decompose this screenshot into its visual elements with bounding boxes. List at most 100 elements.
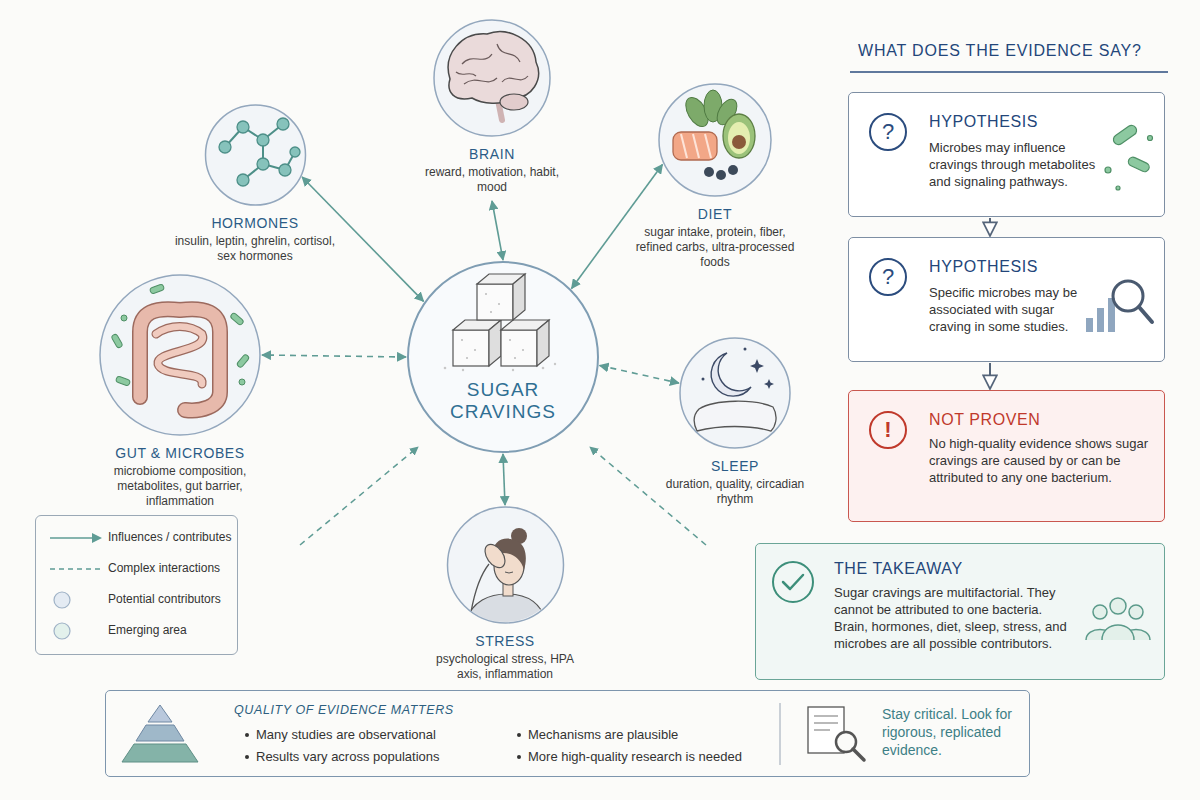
circle-outline — [447, 507, 563, 623]
document-icon — [814, 716, 838, 730]
gut-illustration — [236, 354, 250, 369]
gut-illustration — [156, 327, 203, 385]
node-body: duration, quality, circadian rhythm — [665, 477, 805, 507]
text-group: HORMONESinsulin, leptin, ghrelin, cortis… — [173, 103, 338, 264]
circle-outline — [659, 84, 771, 196]
circle-outline — [680, 338, 790, 448]
node-body: insulin, leptin, ghrelin, cortisol, sex … — [173, 234, 338, 264]
sleep-illustration — [764, 379, 774, 389]
node-circle-fill — [659, 84, 771, 196]
sugar-cubes — [477, 274, 525, 320]
dashed-connector — [262, 355, 406, 357]
magnifier-chart-icon — [1097, 308, 1104, 332]
evidence-panel-art — [850, 71, 1168, 73]
diet-food — [673, 132, 717, 160]
legend-line-sample — [50, 537, 94, 539]
stress-figure — [471, 564, 489, 612]
diet-food — [732, 135, 746, 149]
bacteria-icon — [1127, 156, 1151, 173]
magnifier-chart-icon — [1086, 318, 1093, 332]
circle-outline — [434, 20, 550, 136]
gut-illustration — [111, 284, 250, 411]
brain-illustration — [464, 78, 497, 84]
bacteria-icon — [1116, 186, 1120, 190]
document-icon — [853, 749, 864, 760]
influence-arrow — [492, 201, 503, 260]
circle-outline — [406, 260, 600, 454]
box-body: Microbes may influence cravings through … — [929, 139, 1099, 190]
node-circle-fill — [447, 507, 563, 623]
brain-illustration — [500, 94, 528, 110]
evidence-quality-box: QUALITY OF EVIDENCE MATTERSMany studies … — [105, 690, 1030, 777]
stress-figure — [465, 528, 547, 624]
brain-illustration — [456, 72, 476, 76]
icon-symbol: ? — [869, 113, 907, 151]
legend-row: Complex interactions — [36, 560, 236, 578]
sleep-illustration — [694, 348, 776, 432]
section-heading: WHAT DOES THE EVIDENCE SAY? — [858, 42, 1142, 60]
diet-food — [716, 170, 726, 180]
node-circle-fill — [100, 275, 260, 435]
hormones-node: HORMONESinsulin, leptin, ghrelin, cortis… — [173, 103, 338, 264]
node-body: microbiome composition, metabolites, gut… — [85, 464, 275, 509]
people-icon — [1093, 605, 1107, 619]
diet-food — [704, 167, 714, 177]
evidence-pyramid — [136, 725, 184, 741]
sugar-cubes — [444, 274, 557, 371]
circle-outline — [408, 262, 598, 452]
bacteria-icon — [1105, 123, 1153, 190]
gut-illustration — [230, 312, 245, 326]
sleep-node: SLEEPduration, quality, circadian rhythm — [665, 336, 805, 507]
node-heading: GUT & MICROBES — [85, 445, 275, 461]
circle-outline — [85, 273, 275, 437]
legend-line-sample — [50, 568, 100, 570]
node-circle-fill — [434, 20, 550, 136]
diet-food — [681, 134, 711, 158]
decorative-dashed-arrow — [300, 447, 706, 545]
decorative-dashed-arrow — [300, 447, 418, 545]
hormone-molecule — [219, 118, 300, 186]
circle-outline — [665, 336, 805, 450]
circle-outline — [173, 103, 338, 207]
takeaway-box: THE TAKEAWAYSugar cravings are multifact… — [755, 543, 1165, 680]
box-heading: HYPOTHESIS — [929, 258, 1038, 276]
hormone-molecule — [225, 124, 295, 180]
legend-box: Influences / contributesComplex interact… — [35, 515, 238, 655]
bullet-item: Mechanisms are plausible — [516, 727, 678, 742]
brain-node: BRAINreward, motivation, habit, mood — [417, 18, 567, 195]
node-heading: STRESS — [423, 633, 588, 649]
sugar-cubes — [501, 320, 549, 366]
legend-sample — [48, 529, 104, 547]
gut-illustration — [115, 376, 130, 386]
hormone-molecule — [279, 164, 291, 176]
check-icon — [773, 562, 813, 602]
document-icon — [814, 722, 838, 723]
decorative-dashed-arrow — [590, 447, 706, 545]
gut-illustration — [140, 309, 220, 410]
circle-outline — [417, 18, 567, 138]
circle-outline — [100, 275, 260, 435]
node-heading: SUGAR CRAVINGS — [433, 379, 573, 423]
box-heading: THE TAKEAWAY — [834, 560, 963, 578]
node-body: reward, motivation, habit, mood — [417, 165, 567, 195]
legend-row: Influences / contributes — [36, 529, 236, 547]
diet-food — [673, 90, 755, 180]
diet-node: DIETsugar intake, protein, fiber, refine… — [635, 82, 795, 270]
legend-row: Emerging area — [36, 622, 236, 640]
legend-arrowhead — [92, 533, 102, 543]
bullet-item: Results vary across populations — [244, 749, 440, 764]
hypothesis-box: ?HYPOTHESISSpecific microbes may be asso… — [848, 237, 1165, 362]
document-icon — [808, 707, 864, 760]
people-icon — [1086, 598, 1150, 640]
text-group: GUT & MICROBES microbiome composition, me… — [85, 273, 275, 509]
magnifier-chart-icon — [1086, 281, 1152, 332]
bacteria-icon — [1105, 167, 1111, 173]
evidence-panel-art — [755, 72, 1168, 680]
circle-outline — [635, 82, 795, 198]
diet-food — [723, 114, 755, 158]
gut-illustration — [239, 379, 245, 385]
hormone-molecule — [257, 134, 269, 146]
box-body: Stay critical. Look for rigorous, replic… — [882, 705, 1022, 759]
sleep-illustration — [711, 353, 751, 396]
not-proven-box: !NOT PROVENNo high-quality evidence show… — [848, 390, 1165, 522]
